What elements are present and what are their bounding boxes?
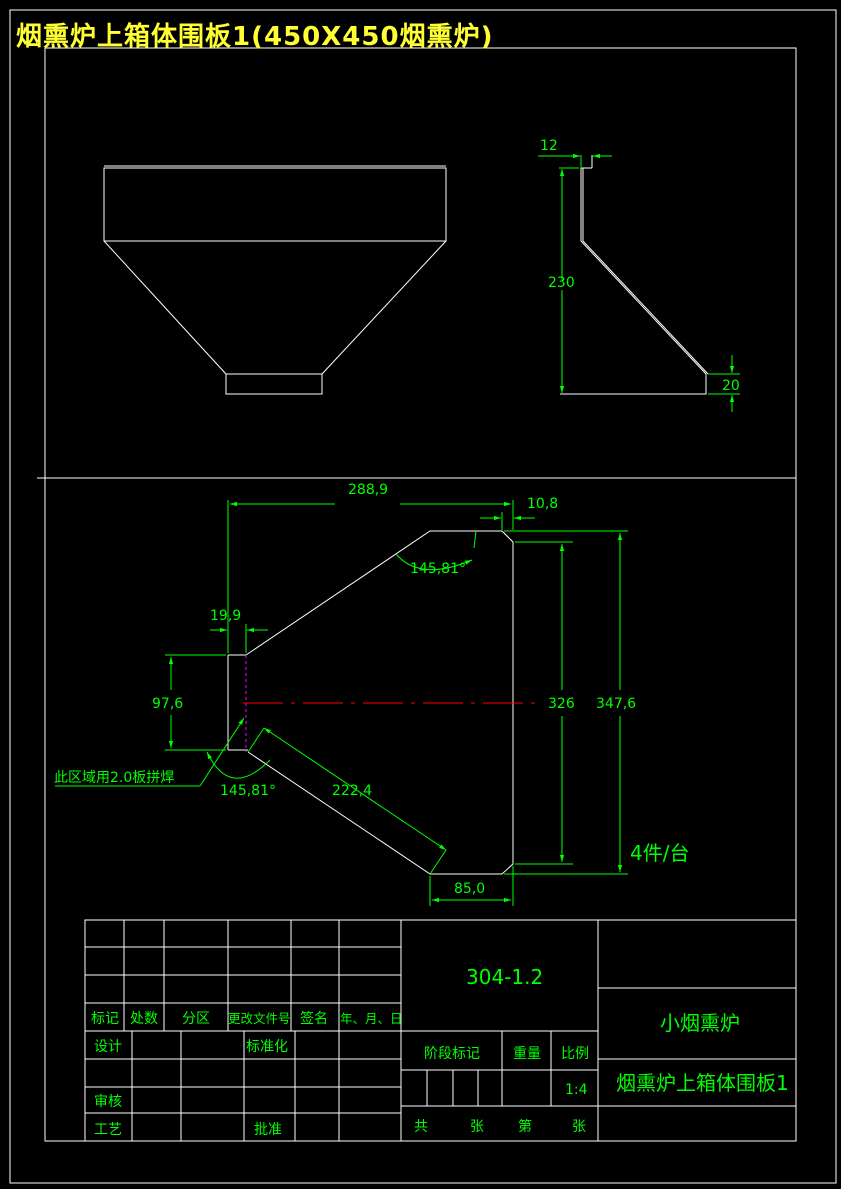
outer-border xyxy=(9,9,837,1184)
side-dim-top: 12 xyxy=(540,138,558,154)
dim-width: 288,9 xyxy=(348,482,388,498)
tb-count: 处数 xyxy=(130,1011,158,1027)
tb-ratio: 比例 xyxy=(561,1046,589,1062)
tb-sheet-no: 第 xyxy=(518,1118,532,1135)
tb-design: 设计 xyxy=(94,1039,122,1055)
tb-weight: 重量 xyxy=(513,1046,541,1062)
tb-sign: 签名 xyxy=(300,1010,328,1027)
quantity-note: 4件/台 xyxy=(630,841,689,865)
dim-slant: 222,4 xyxy=(332,783,372,799)
dim-bottom: 85,0 xyxy=(454,881,485,897)
dim-left-lip: 19,9 xyxy=(210,608,241,624)
tb-process: 工艺 xyxy=(94,1122,122,1138)
tb-sheets1: 张 xyxy=(470,1119,484,1135)
plate-view: 288,9 10,8 145,81° 19,9 97,6 326 347,6 2… xyxy=(54,482,689,906)
weld-note: 此区域用2.0板拼焊 xyxy=(54,770,174,786)
tb-review: 审核 xyxy=(94,1094,122,1110)
tb-part-name: 烟熏炉上箱体围板1 xyxy=(616,1071,789,1095)
title-block: 标记 处数 分区 更改文件号 签名 年、月、日 设计 标准化 审核 工艺 批准 … xyxy=(84,919,797,1142)
angle-upper: 145,81° xyxy=(410,561,466,577)
dim-left-height: 97,6 xyxy=(152,696,183,712)
front-view xyxy=(103,165,447,395)
tb-zone: 分区 xyxy=(182,1011,210,1027)
tb-stage-mark: 阶段标记 xyxy=(424,1046,480,1062)
tb-approve: 批准 xyxy=(254,1122,282,1138)
dim-outer-height: 347,6 xyxy=(596,696,636,712)
side-dim-bottom: 20 xyxy=(722,378,740,394)
drawing-title: 烟熏炉上箱体围板1(450X450烟熏炉) xyxy=(16,22,494,52)
tb-change-doc: 更改文件号 xyxy=(228,1011,291,1026)
tb-mark: 标记 xyxy=(91,1011,119,1027)
angle-lower: 145,81° xyxy=(220,783,276,799)
dim-inner-height: 326 xyxy=(548,696,575,712)
tb-standardize: 标准化 xyxy=(246,1039,288,1055)
side-view: 12 230 20 xyxy=(538,138,740,412)
tb-scale: 1:4 xyxy=(565,1082,588,1098)
dim-lip: 10,8 xyxy=(527,496,558,512)
tb-date: 年、月、日 xyxy=(340,1011,403,1026)
side-dim-height: 230 xyxy=(548,275,575,291)
tb-product: 小烟熏炉 xyxy=(660,1011,740,1035)
inner-border xyxy=(44,47,797,1142)
tb-material: 304-1.2 xyxy=(466,965,543,989)
tb-total: 共 xyxy=(414,1119,428,1135)
tb-sheets2: 张 xyxy=(572,1119,586,1135)
